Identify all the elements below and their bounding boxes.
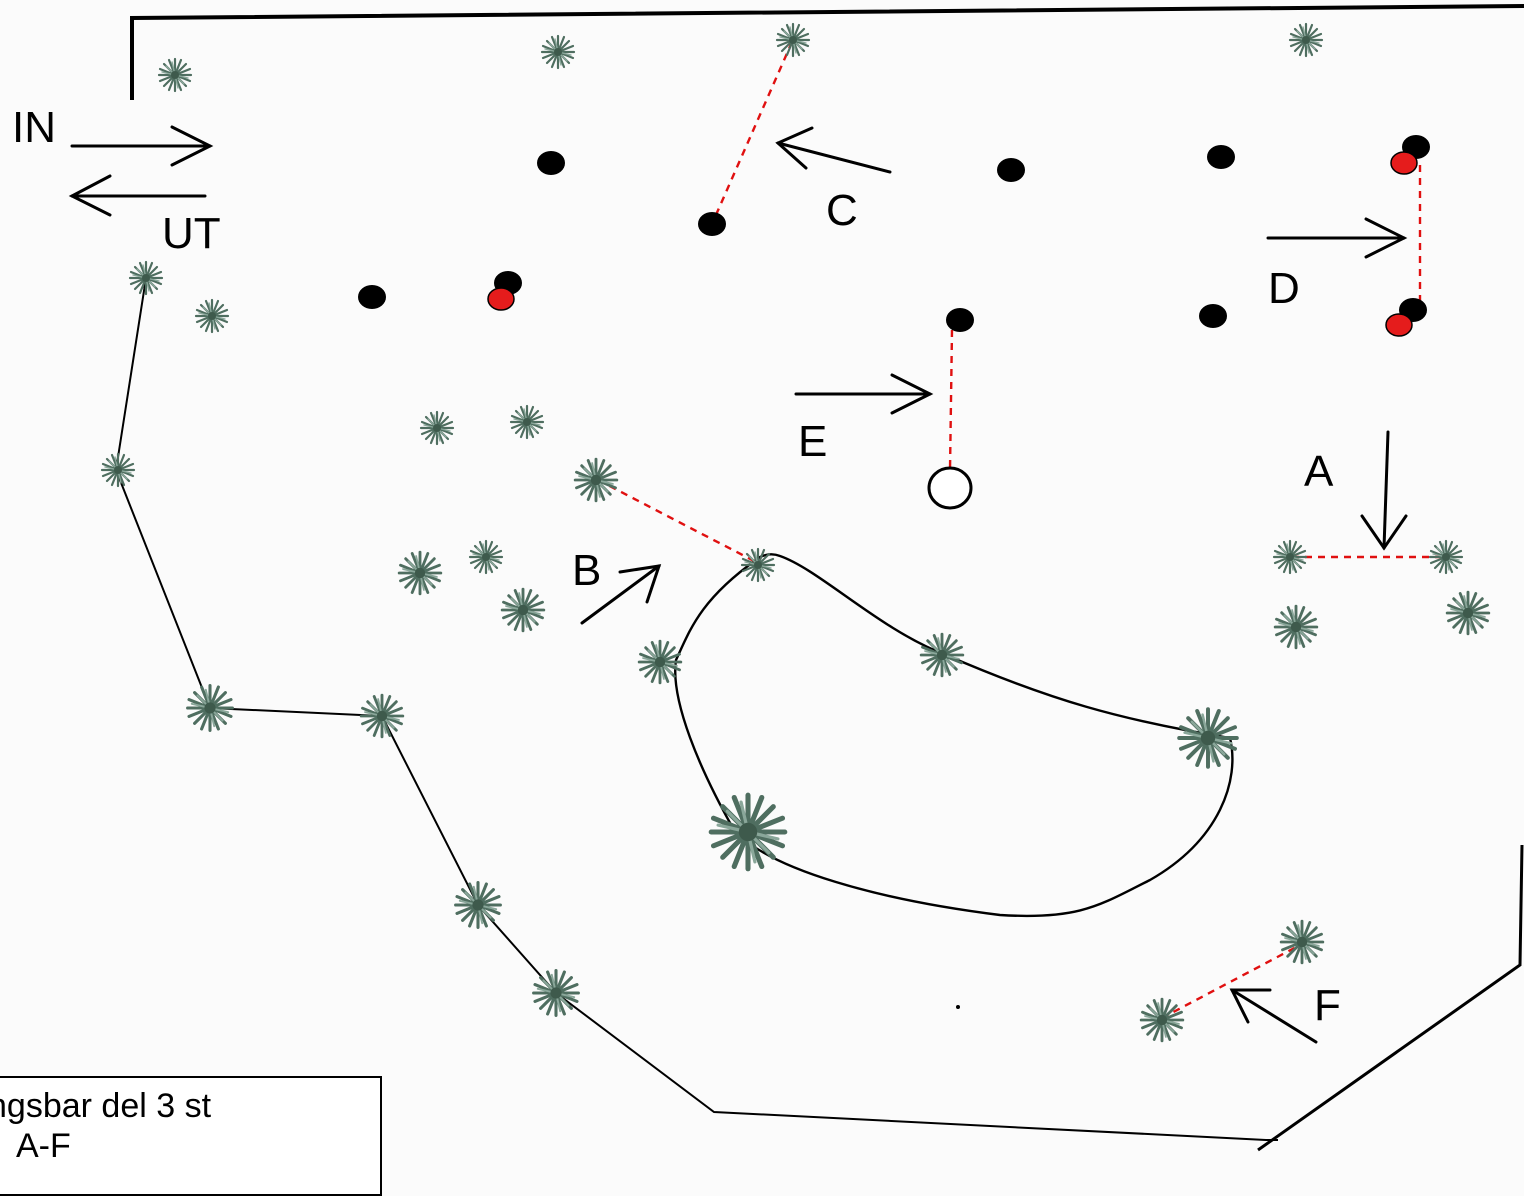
boundary-line: [114, 277, 1278, 1141]
bushes: [100, 22, 1491, 1043]
bush-icon: [1139, 997, 1185, 1043]
bush-icon: [1177, 707, 1239, 769]
bush-icon: [397, 550, 443, 596]
fence-line: [130, 4, 1524, 100]
obstacle-line-f: [1161, 942, 1303, 1020]
bush-icon: [1273, 604, 1319, 650]
bush-icon: [419, 410, 455, 446]
bush-icon: [454, 881, 502, 929]
label-f: F: [1314, 981, 1341, 1030]
fence-line-right: [1257, 844, 1524, 1152]
legend-line-2: A-F: [16, 1127, 71, 1165]
label-e: E: [798, 417, 827, 466]
bush-icon: [532, 969, 580, 1017]
label-a: A: [1304, 447, 1334, 496]
pole-marker-red-icon: [1385, 313, 1413, 337]
label-in: IN: [12, 103, 56, 152]
obstacle-line-b: [597, 478, 757, 564]
label-b: B: [572, 546, 601, 595]
bush-icon: [1445, 590, 1491, 636]
arrow-icon: [794, 373, 934, 415]
bush-icon: [128, 260, 164, 296]
pole-marker-icon: [1199, 304, 1227, 328]
pole-marker-red-icon: [1390, 151, 1418, 175]
legend-line-1: ngsbar del 3 st: [0, 1087, 212, 1125]
bush-icon: [359, 693, 405, 739]
arrow-icon: [68, 174, 207, 217]
bush-icon: [573, 457, 619, 503]
bush-icon: [1288, 22, 1324, 58]
arrow-icon: [1360, 430, 1408, 551]
bush-icon: [468, 539, 504, 575]
bush-icon: [1279, 919, 1325, 965]
label-d: D: [1268, 264, 1300, 313]
pole-marker-icon: [698, 212, 726, 236]
loop-area: [674, 553, 1234, 918]
pole-marker-icon: [946, 308, 974, 332]
pole-marker-icon: [358, 285, 386, 309]
course-map: IN UT C D E A B F: [12, 4, 1524, 1152]
arrow-icon: [775, 126, 892, 174]
arrow-icon: [70, 125, 214, 167]
bush-icon: [509, 404, 545, 440]
red-poles: [487, 151, 1418, 337]
bush-icon: [711, 795, 785, 869]
bush-icon: [919, 632, 965, 678]
arrow-icon: [580, 564, 662, 625]
pole-marker-icon: [537, 151, 565, 175]
bush-icon: [100, 452, 136, 488]
bush-icon: [186, 684, 234, 732]
arrow-icon: [1229, 988, 1318, 1044]
dot: [956, 1005, 960, 1009]
bush-icon: [740, 547, 776, 583]
obstacle-line-c: [710, 41, 794, 225]
bush-icon: [637, 639, 683, 685]
arrow-icon: [1266, 217, 1408, 259]
label-c: C: [826, 186, 858, 235]
obstacle-line-e: [948, 329, 954, 471]
pole-marker-icon: [997, 158, 1025, 182]
legend-box: ngsbar del 3 st A-F: [0, 1076, 382, 1196]
bush-icon: [1272, 539, 1308, 575]
pole-marker-red-icon: [487, 287, 515, 311]
pole-marker-icon: [1207, 145, 1235, 169]
bush-icon: [157, 57, 193, 93]
label-ut: UT: [162, 209, 221, 258]
bush-icon: [194, 298, 230, 334]
bush-icon: [775, 22, 811, 58]
bush-icon: [540, 34, 576, 70]
bush-icon: [1428, 539, 1464, 575]
open-circle-icon: [927, 466, 973, 510]
bush-icon: [500, 587, 546, 633]
